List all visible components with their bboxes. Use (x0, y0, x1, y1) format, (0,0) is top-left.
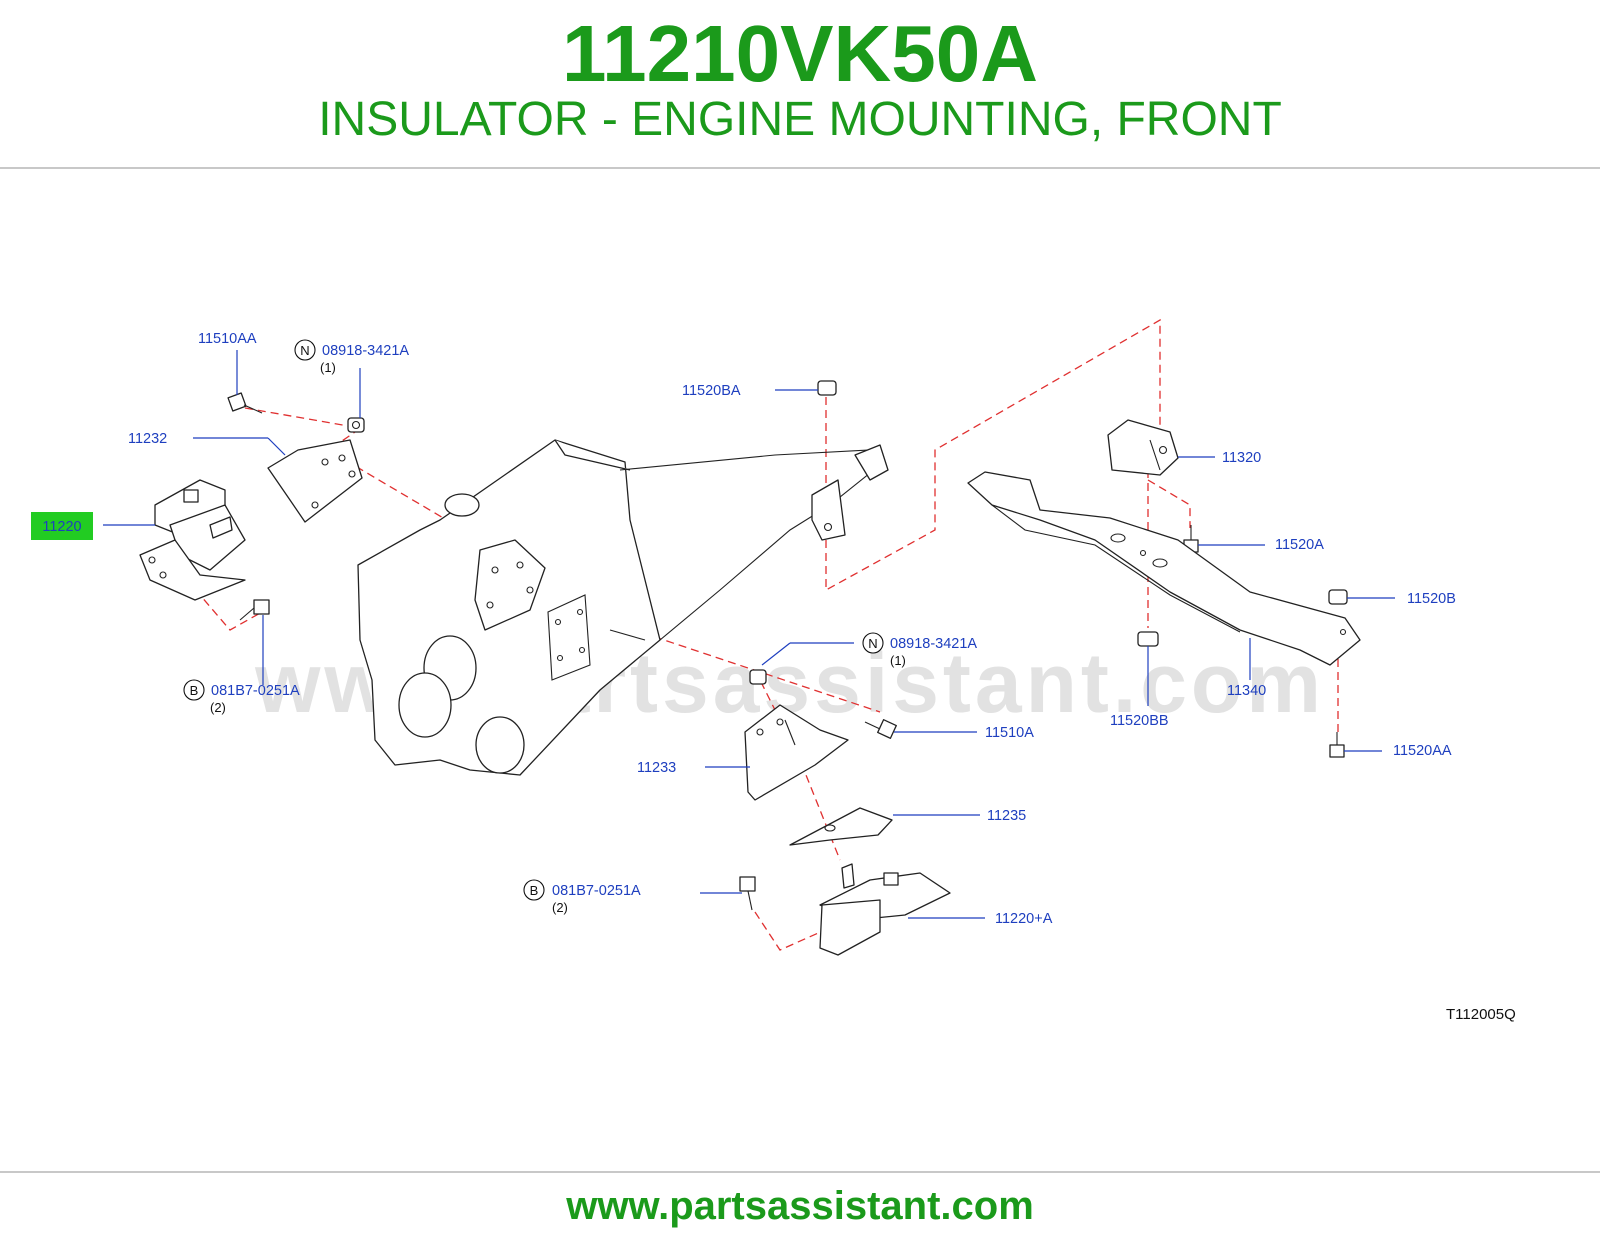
highlighted-part-11220[interactable]: 11220 (31, 512, 93, 540)
assembly-dashed-lines (169, 318, 1339, 951)
symbol-b-left: B (190, 683, 199, 698)
mount-11320 (1107, 419, 1179, 476)
part-number-title: 11210VK50A (562, 9, 1038, 98)
label-11233[interactable]: 11233 (637, 760, 676, 776)
label-081B7-0251A-left[interactable]: 081B7-0251A (211, 683, 300, 699)
label-11520BB[interactable]: 11520BB (1110, 713, 1169, 729)
label-11220[interactable]: 11220 (42, 519, 81, 535)
spacer-11235 (789, 807, 893, 846)
symbol-n-top: N (300, 343, 309, 358)
fasteners (227, 380, 1348, 911)
symbol-circle-b-left (183, 679, 205, 701)
label-11340[interactable]: 11340 (1227, 683, 1266, 699)
label-11520B[interactable]: 11520B (1407, 591, 1456, 607)
label-11320[interactable]: 11320 (1222, 450, 1261, 466)
symbol-b-lower: B (530, 883, 539, 898)
symbol-circle-b-lower (523, 879, 545, 901)
crossmember-11340 (967, 471, 1361, 666)
leader-lines (103, 350, 1395, 919)
label-11220A[interactable]: 11220+A (995, 911, 1053, 927)
highlight-box (31, 512, 93, 540)
qty-081B7-lower: (2) (552, 900, 568, 915)
symbol-circle-n-top (294, 339, 316, 361)
bracket-11233 (744, 704, 849, 801)
label-11510A[interactable]: 11510A (985, 725, 1034, 741)
qty-08918-top: (1) (320, 360, 336, 375)
header-divider (0, 167, 1600, 169)
qty-08918-middle: (1) (890, 653, 906, 668)
diagram-code: T112005Q (1446, 1006, 1516, 1023)
label-08918-3421A-middle[interactable]: 08918-3421A (890, 636, 977, 652)
insulator-11220 (139, 479, 246, 601)
header: 11210VK50A INSULATOR - ENGINE MOUNTING, … (0, 0, 1600, 170)
label-11520A[interactable]: 11520A (1275, 537, 1324, 553)
part-labels: 11510AA N 08918-3421A (1) 11232 B 081B7-… (128, 331, 1516, 1023)
transmission-assembly (357, 439, 889, 776)
label-11510AA-top[interactable]: 11510AA (198, 331, 257, 347)
label-11235[interactable]: 11235 (987, 808, 1026, 824)
footer-url[interactable]: www.partsassistant.com (566, 1184, 1034, 1228)
qty-081B7-left: (2) (210, 700, 226, 715)
label-08918-3421A-top[interactable]: 08918-3421A (322, 343, 409, 359)
label-11520AA-right[interactable]: 11520AA (1393, 743, 1452, 759)
label-11232[interactable]: 11232 (128, 431, 167, 447)
part-name-subtitle: INSULATOR - ENGINE MOUNTING, FRONT (318, 93, 1282, 146)
bracket-11232 (267, 439, 363, 523)
symbol-circle-n-middle (862, 632, 884, 654)
label-11520BA[interactable]: 11520BA (682, 383, 741, 399)
footer-divider (0, 1171, 1600, 1173)
insulator-11220A (819, 863, 951, 956)
label-081B7-0251A-lower[interactable]: 081B7-0251A (552, 883, 641, 899)
symbol-n-middle: N (868, 636, 877, 651)
